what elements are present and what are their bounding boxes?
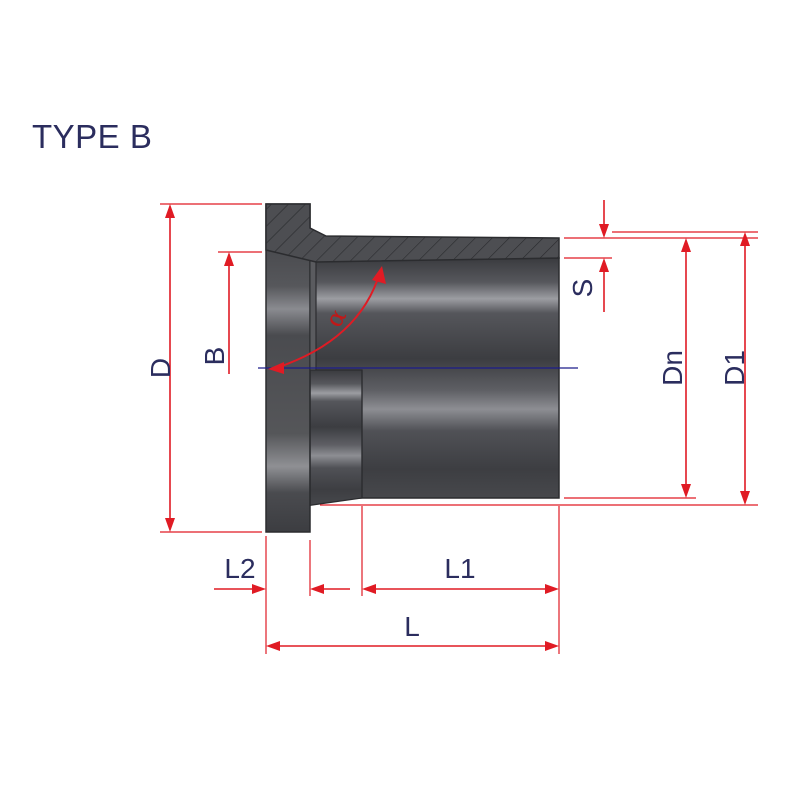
dimension-D1	[740, 232, 750, 505]
label-L1: L1	[444, 553, 475, 584]
fitting-body	[265, 203, 560, 533]
alpha-arrow-top	[372, 266, 386, 284]
dimension-D	[165, 204, 175, 532]
label-D: D	[145, 358, 176, 378]
label-Dn: Dn	[657, 350, 688, 386]
dimension-S	[599, 200, 609, 312]
label-B: B	[199, 347, 230, 366]
dimension-B	[224, 252, 234, 374]
label-S: S	[567, 279, 598, 298]
label-L2: L2	[224, 553, 255, 584]
angle-alpha	[275, 271, 381, 369]
label-D1: D1	[719, 350, 750, 386]
dimension-L2	[214, 584, 350, 594]
dimension-Dn	[681, 238, 691, 498]
alpha-arrow-bottom	[268, 362, 284, 374]
dimension-L1	[362, 584, 559, 594]
label-L: L	[404, 611, 420, 642]
page-title: TYPE B	[32, 118, 153, 155]
section-hatch	[265, 203, 560, 263]
dimension-L	[266, 641, 559, 651]
